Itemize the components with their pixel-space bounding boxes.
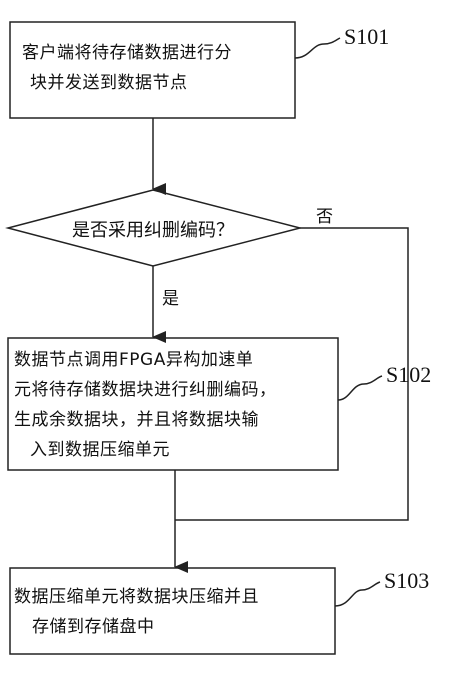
step-s102-label: S102 [386, 362, 432, 387]
step-s102-text: 数据节点调用FPGA异构加速单 元将待存储数据块进行纠删编码， 生成余数据块，并… [14, 345, 336, 465]
leader-s103 [334, 581, 381, 607]
leader-s101 [294, 37, 341, 59]
step-s102-line-2: 元将待存储数据块进行纠删编码， [14, 380, 277, 400]
step-s101-line-2: 块并发送到数据节点 [30, 73, 188, 93]
step-s102-line-3: 生成余数据块，并且将数据块输 [14, 410, 259, 430]
step-s102-line-1: 数据节点调用FPGA异构加速单 [14, 350, 254, 370]
step-s101-label: S101 [344, 24, 390, 49]
leader-s102 [337, 375, 383, 401]
step-s103-box [9, 567, 336, 655]
step-s103-line-2: 存储到存储盘中 [32, 617, 155, 637]
step-s103-line-1: 数据压缩单元将数据块压缩并且 [14, 587, 259, 607]
step-s102-line-4: 入到数据压缩单元 [30, 440, 170, 460]
step-s103-label: S103 [384, 568, 430, 593]
no-branch-line [175, 227, 409, 521]
decision-yes-label: 是 [162, 289, 179, 309]
decision-no-label: 否 [316, 207, 333, 227]
step-s101-line-1: 客户端将待存储数据进行分 [22, 43, 232, 63]
step-s103-text: 数据压缩单元将数据块压缩并且 存储到存储盘中 [14, 582, 334, 642]
step-s101-text: 客户端将待存储数据进行分 块并发送到数据节点 [22, 38, 292, 98]
step-s102-box [7, 337, 339, 471]
decision-text: 是否采用纠删编码？ [72, 220, 234, 241]
